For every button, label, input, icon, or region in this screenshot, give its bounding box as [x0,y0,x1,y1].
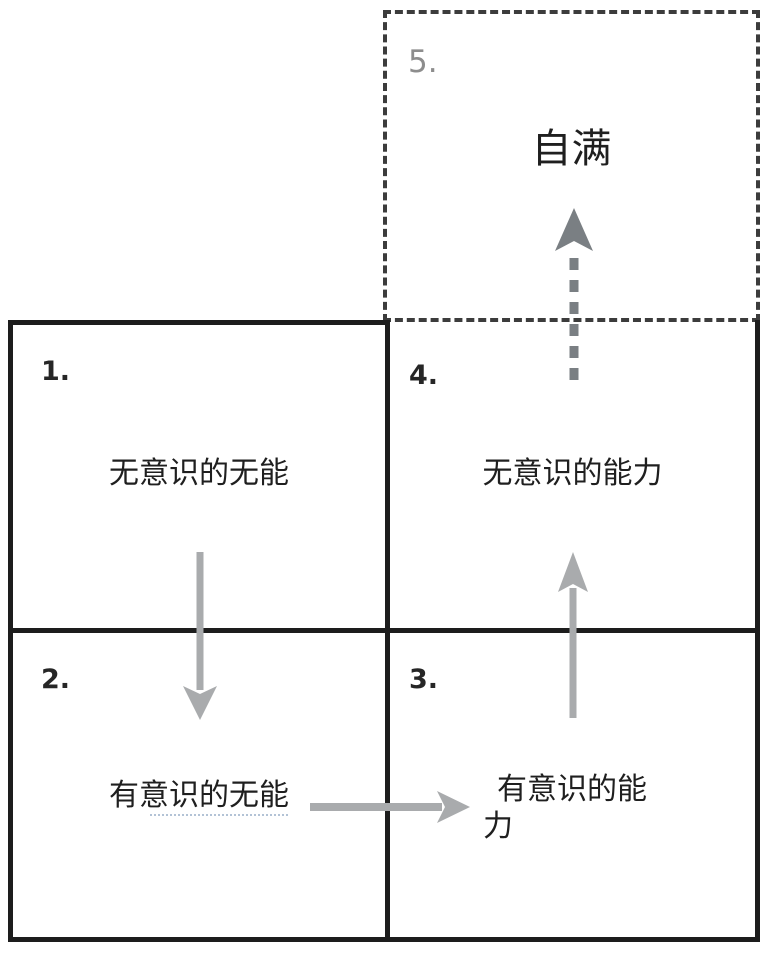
spellcheck-dotted-underline [150,814,288,816]
grid-bottom-border [8,937,760,942]
box-4-unconscious-competence: 4. 无意识的能力 [390,325,755,628]
grid-top-border [8,320,388,325]
grid-middle-horizontal-line [8,628,760,633]
box-1-label: 无意识的无能 [109,456,289,491]
box-5-label: 自满 [531,126,612,172]
box-2-number: 2. [41,664,71,695]
box-5-number: 5. [408,44,438,80]
box-2-label: 有意识的无能 [109,778,289,813]
box-4-label: 无意识的能力 [482,456,663,491]
box-4-number: 4. [409,360,439,391]
box-3-label: 有意识的能 力 [483,772,647,844]
box-3-number: 3. [409,664,439,695]
box-3-conscious-competence: 3. 有意识的能 力 [390,633,755,937]
box-1-unconscious-incompetence: 1. 无意识的无能 [13,325,385,628]
box-2-conscious-incompetence: 2. 有意识的无能 [13,633,385,937]
box-5-complacency: 5. 自满 [383,10,760,322]
box-1-number: 1. [41,356,71,387]
